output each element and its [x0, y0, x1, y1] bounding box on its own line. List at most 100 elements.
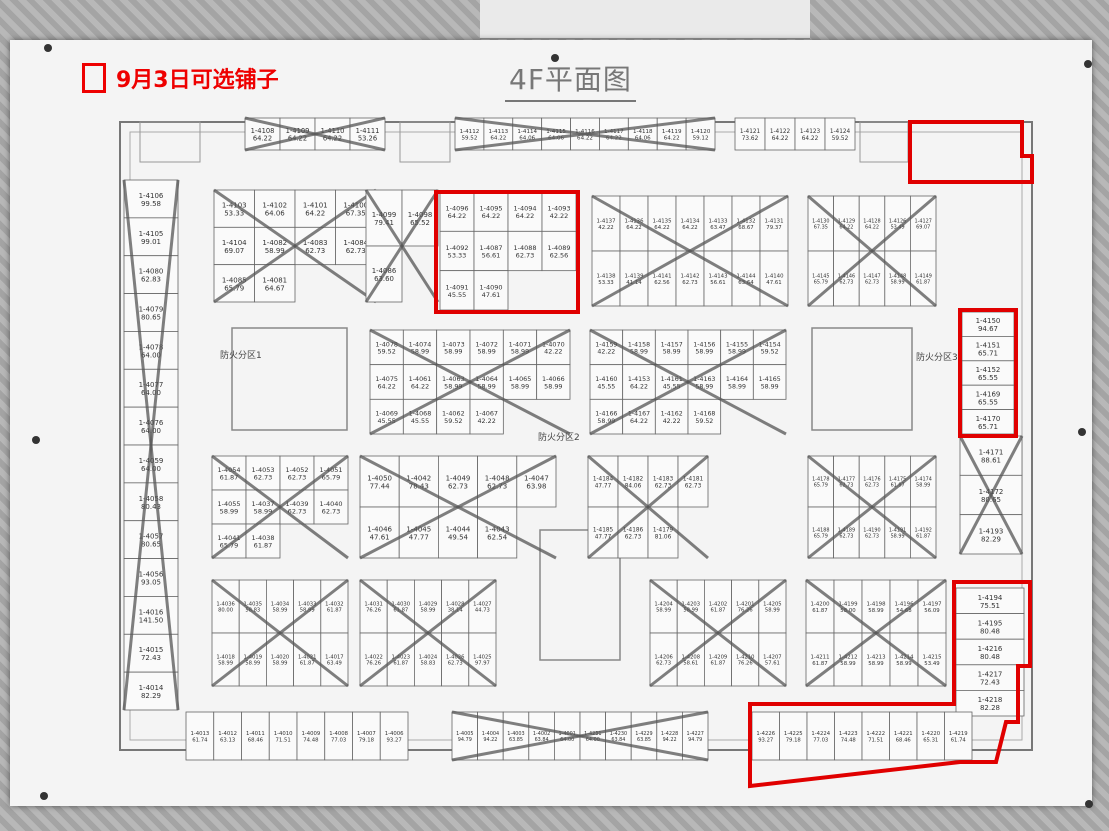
store-unit[interactable]: 1-411764.22: [599, 117, 629, 151]
store-unit[interactable]: 1-417762.73: [833, 455, 860, 508]
store-unit[interactable]: 1-403061.87: [386, 579, 415, 634]
store-unit[interactable]: 1-404278.43: [398, 455, 439, 508]
store-unit[interactable]: 1-419654.68: [889, 579, 919, 634]
store-unit[interactable]: 1-417561.87: [884, 455, 911, 508]
store-unit[interactable]: 1-403358.99: [293, 579, 322, 634]
store-unit[interactable]: 1-402838.14: [441, 579, 470, 634]
store-unit[interactable]: 1-420176.26: [731, 579, 760, 634]
